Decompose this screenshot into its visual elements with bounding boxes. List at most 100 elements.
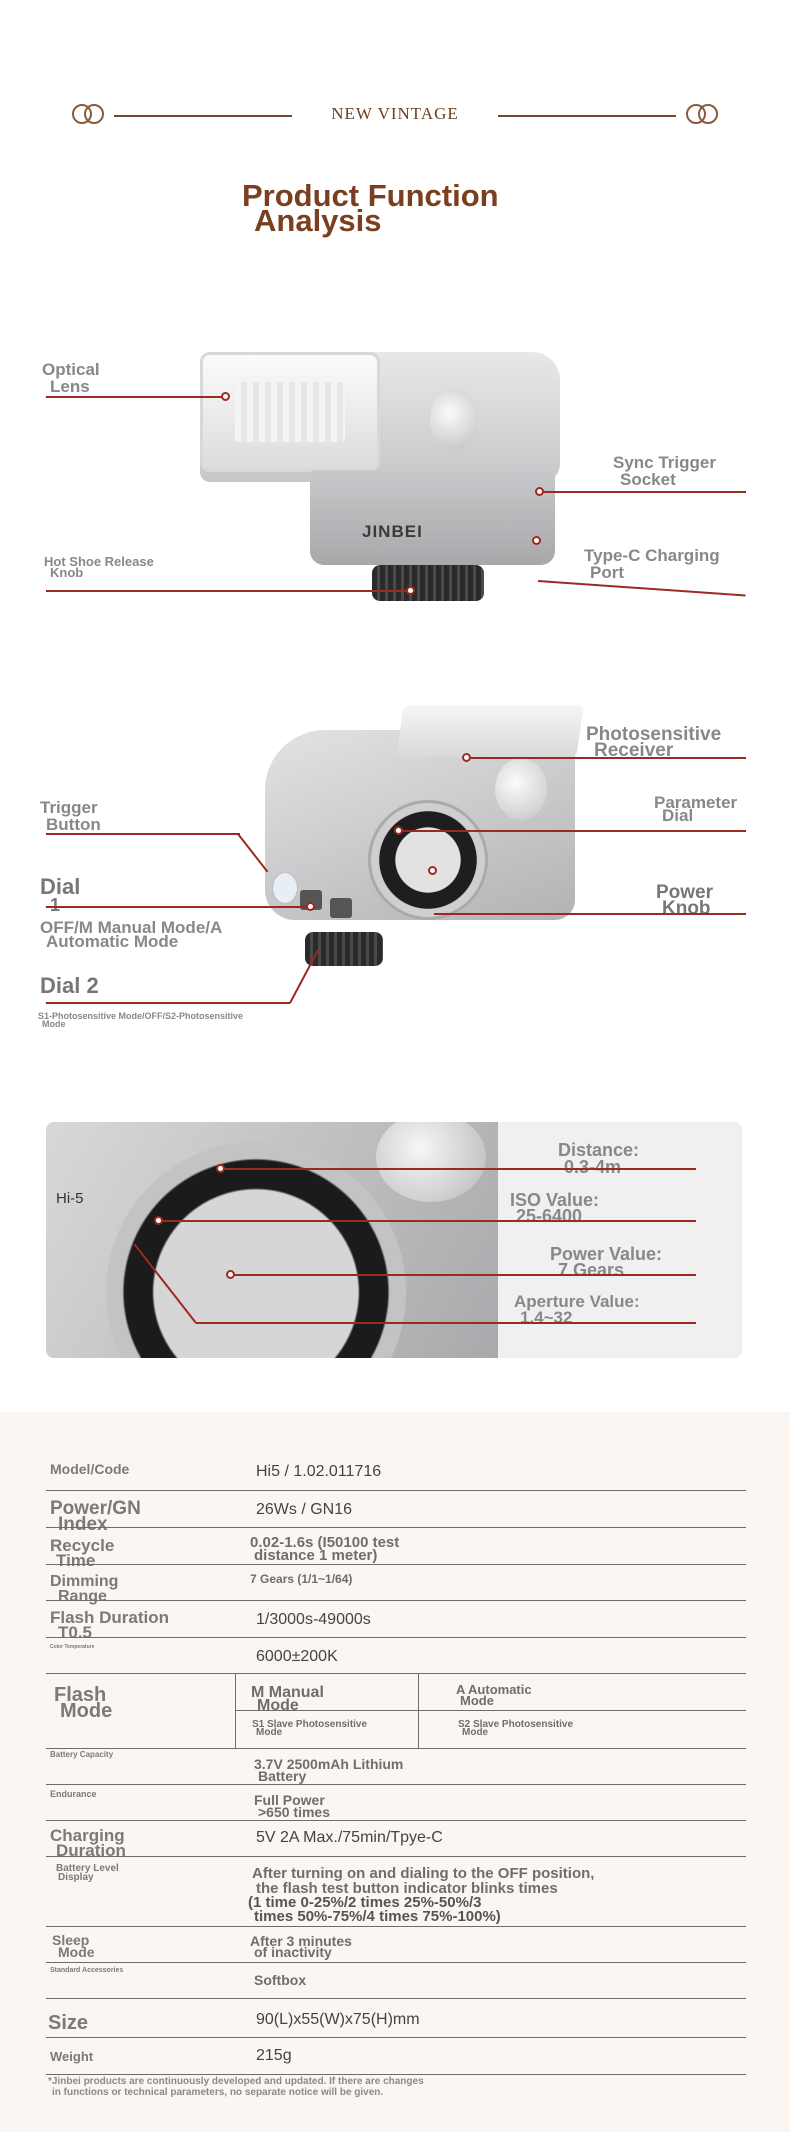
- spec-mode-auto-2: Mode: [460, 1693, 494, 1708]
- dial-1-mode-label-1: OFF/M Manual Mode/A: [40, 918, 223, 937]
- sync-socket-dot: [535, 487, 544, 496]
- spec-key-recycle-1: Recycle: [50, 1536, 115, 1555]
- jinbei-logo: JINBEI: [362, 522, 423, 541]
- optical-lens-label-2: Lens: [50, 377, 90, 396]
- aperture-label-1: Aperture Value:: [514, 1292, 640, 1311]
- dial-2-mode-label-2: Mode: [42, 1019, 66, 1029]
- dial-2-callout-line: [46, 1002, 290, 1004]
- parameter-dial-dot: [394, 826, 403, 835]
- spec-value-battery-1: 3.7V 2500mAh Lithium: [254, 1756, 404, 1772]
- disclaimer-line-2: in functions or technical parameters, no…: [52, 2087, 384, 2098]
- spec-key-power-2: Index: [58, 1514, 108, 1535]
- spec-key-endurance: Endurance: [50, 1789, 97, 1799]
- parameter-dial-label-2: Dial: [662, 806, 694, 825]
- spec-value-color-temperature: 6000±200K: [256, 1648, 338, 1665]
- spec-mode-manual-2: Mode: [257, 1697, 299, 1714]
- spec-value-charging: 5V 2A Max./75min/Tpye-C: [256, 1829, 443, 1846]
- power-value-callout-line: [232, 1274, 696, 1276]
- trigger-button-callout-elbow: [237, 833, 269, 873]
- spec-key-charging-1: Charging: [50, 1826, 125, 1845]
- row-divider: [46, 1637, 746, 1638]
- spec-mode-auto-1: A Automatic: [456, 1682, 532, 1697]
- row-divider: [46, 1564, 746, 1565]
- photo-receiver-callout-line: [470, 757, 746, 759]
- header-rule-right: [498, 115, 676, 117]
- distance-callout-line: [222, 1168, 696, 1170]
- spec-key-sleep-2: Mode: [58, 1944, 95, 1960]
- spec-key-model: Model/Code: [50, 1461, 130, 1477]
- distance-dot: [216, 1164, 225, 1173]
- spec-key-size: Size: [48, 2012, 89, 2034]
- spec-value-size: 90(L)x55(W)x75(H)mm: [256, 2011, 420, 2028]
- aperture-label-2: 1.4~32: [520, 1308, 573, 1327]
- row-divider: [46, 2074, 746, 2075]
- spec-value-battery-level-2: the flash test button indicator blinks t…: [256, 1880, 558, 1897]
- typec-port-label-2: Port: [590, 563, 624, 582]
- optical-lens-dot: [221, 392, 230, 401]
- spec-key-charging-2: Duration: [56, 1841, 126, 1860]
- spec-key-battery: Battery Capacity: [50, 1750, 114, 1759]
- dial-1-callout-line: [46, 906, 310, 908]
- hot-shoe-label-1: Hot Shoe Release: [44, 554, 154, 569]
- dial-1-mode-label-2: Automatic Mode: [46, 932, 179, 951]
- parameter-dial-label-1: Parameter: [654, 793, 738, 812]
- dial-1-label-1: Dial: [40, 874, 81, 899]
- back-hot-shoe: [305, 932, 383, 966]
- parameter-dial-callout-line: [400, 830, 746, 832]
- spec-key-dimming-1: Dimming: [50, 1573, 119, 1590]
- row-divider: [46, 1748, 746, 1749]
- spec-key-color-temperature: Color Temperature: [50, 1644, 95, 1650]
- row-divider: [46, 2037, 746, 2038]
- closeup-label-area: [498, 1122, 742, 1358]
- spec-value-sleep-2: of inactivity: [254, 1944, 332, 1960]
- model-mark: Hi-5: [56, 1190, 84, 1207]
- spec-key-duration-2: T0.5: [58, 1623, 93, 1642]
- lens-fresnel: [235, 382, 345, 442]
- sync-socket-callout-line: [542, 491, 746, 493]
- power-knob: [495, 758, 547, 820]
- optical-lens: [200, 352, 380, 472]
- dial-2-label: Dial 2: [40, 973, 99, 998]
- iso-callout-line: [160, 1220, 696, 1222]
- side-knob: [430, 388, 478, 450]
- power-knob-label-2: Knob: [662, 898, 711, 919]
- spec-value-dimming: 7 Gears (1/1~1/64): [250, 1572, 353, 1586]
- row-divider: [46, 1673, 746, 1674]
- typec-port-dot: [532, 536, 541, 545]
- spec-key-accessories: Standard Accessories: [50, 1967, 124, 1974]
- optical-lens-callout-line: [46, 396, 226, 398]
- spec-value-sleep-1: After 3 minutes: [250, 1933, 352, 1949]
- photo-receiver-label-1: Photosensitive: [586, 724, 722, 745]
- spec-key-duration-1: Flash Duration: [50, 1608, 170, 1627]
- flash-body: [310, 470, 555, 565]
- row-divider: [46, 1784, 746, 1785]
- spec-value-duration: 1/3000s-49000s: [256, 1611, 371, 1628]
- page-title-line1: Product Function: [242, 178, 499, 213]
- sync-socket-label-1: Sync Trigger: [613, 453, 716, 472]
- power-knob-callout-line: [434, 913, 746, 915]
- row-divider: [46, 1527, 746, 1528]
- trigger-button: [272, 872, 298, 904]
- row-divider: [46, 1820, 746, 1821]
- spec-key-power-1: Power/GN: [50, 1498, 141, 1519]
- spec-key-flash-mode-1: Flash: [54, 1684, 107, 1706]
- spec-key-sleep-1: Sleep: [52, 1932, 90, 1948]
- row-divider: [46, 1490, 746, 1491]
- trigger-button-callout-line: [46, 833, 240, 835]
- dial-1-label-2: 1: [50, 895, 61, 915]
- row-divider: [46, 1926, 746, 1927]
- power-value-dot: [226, 1270, 235, 1279]
- spec-value-battery-level-1: After turning on and dialing to the OFF …: [252, 1865, 595, 1882]
- rings-ornament-left: [72, 102, 106, 128]
- rings-ornament-right: [686, 102, 720, 128]
- dial-2-switch: [330, 898, 352, 918]
- row-divider: [46, 1962, 746, 1963]
- page-title-line2: Analysis: [254, 203, 382, 238]
- spec-key-dimming-2: Range: [58, 1588, 107, 1605]
- spec-mode-s2-2: Mode: [462, 1727, 489, 1738]
- hot-shoe-knob: [372, 565, 484, 601]
- row-divider: [46, 1998, 746, 1999]
- spec-value-battery-level-3: (1 time 0-25%/2 times 25%-50%/3: [248, 1894, 482, 1911]
- spec-value-weight: 215g: [256, 2047, 292, 2064]
- spec-key-battery-level-1: Battery Level: [56, 1863, 119, 1874]
